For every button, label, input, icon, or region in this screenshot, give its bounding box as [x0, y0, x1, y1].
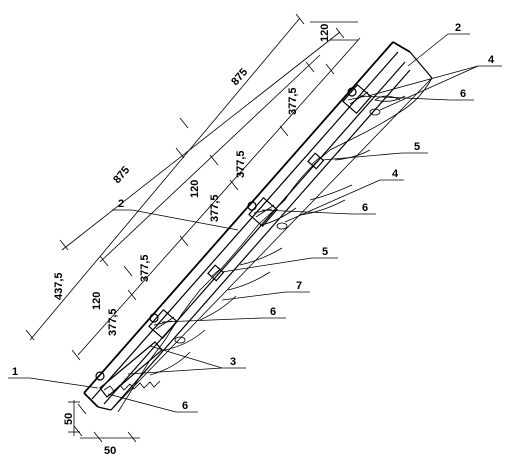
dim-120-mid: 120: [189, 180, 201, 198]
dim-875-lower: 875: [111, 164, 132, 186]
callout-6-low: 6: [270, 306, 276, 318]
callout-leaders: [8, 33, 502, 413]
dim-377-mid-a: 377,5: [235, 150, 247, 178]
fastening-block-mid: [247, 196, 288, 230]
callout-2-mid: 2: [118, 198, 124, 210]
callout-4-mid: 4: [392, 168, 399, 180]
batten-blocks: [207, 152, 325, 282]
fastening-block-top: [342, 83, 381, 116]
callout-labels: 2 4 6 5 4 2 6 5 7 6 3 1 6: [12, 22, 495, 412]
dim-50-bottom: 50: [104, 445, 116, 457]
dim-377-low-a: 377,5: [139, 254, 151, 282]
callout-3: 3: [230, 356, 236, 368]
callout-5-low: 5: [322, 246, 328, 258]
callout-1: 1: [12, 366, 18, 378]
rafter-wood-grain: [110, 77, 433, 413]
callout-6-mid: 6: [362, 202, 368, 214]
callout-5-mid: 5: [414, 141, 420, 153]
dim-120-top: 120: [319, 24, 331, 42]
dimension-labels: 120 875 377,5 875 120 377,5 377,5 437,5 …: [53, 24, 331, 457]
dim-377-top: 377,5: [287, 87, 299, 115]
dim-437: 437,5: [53, 272, 65, 300]
dimension-lines: [25, 13, 361, 443]
callout-4-top: 4: [488, 54, 495, 66]
callout-6-top: 6: [460, 88, 466, 100]
dim-377-low-b: 377,5: [107, 308, 119, 336]
callout-6-bottom: 6: [182, 400, 188, 412]
dim-377-mid-b: 377,5: [209, 194, 221, 222]
callout-2-top: 2: [455, 22, 461, 34]
dim-875-upper: 875: [229, 66, 250, 88]
dim-50-left: 50: [63, 413, 75, 425]
fastening-block-low: [148, 308, 186, 344]
dim-120-low: 120: [91, 292, 103, 310]
callout-7: 7: [296, 280, 302, 292]
